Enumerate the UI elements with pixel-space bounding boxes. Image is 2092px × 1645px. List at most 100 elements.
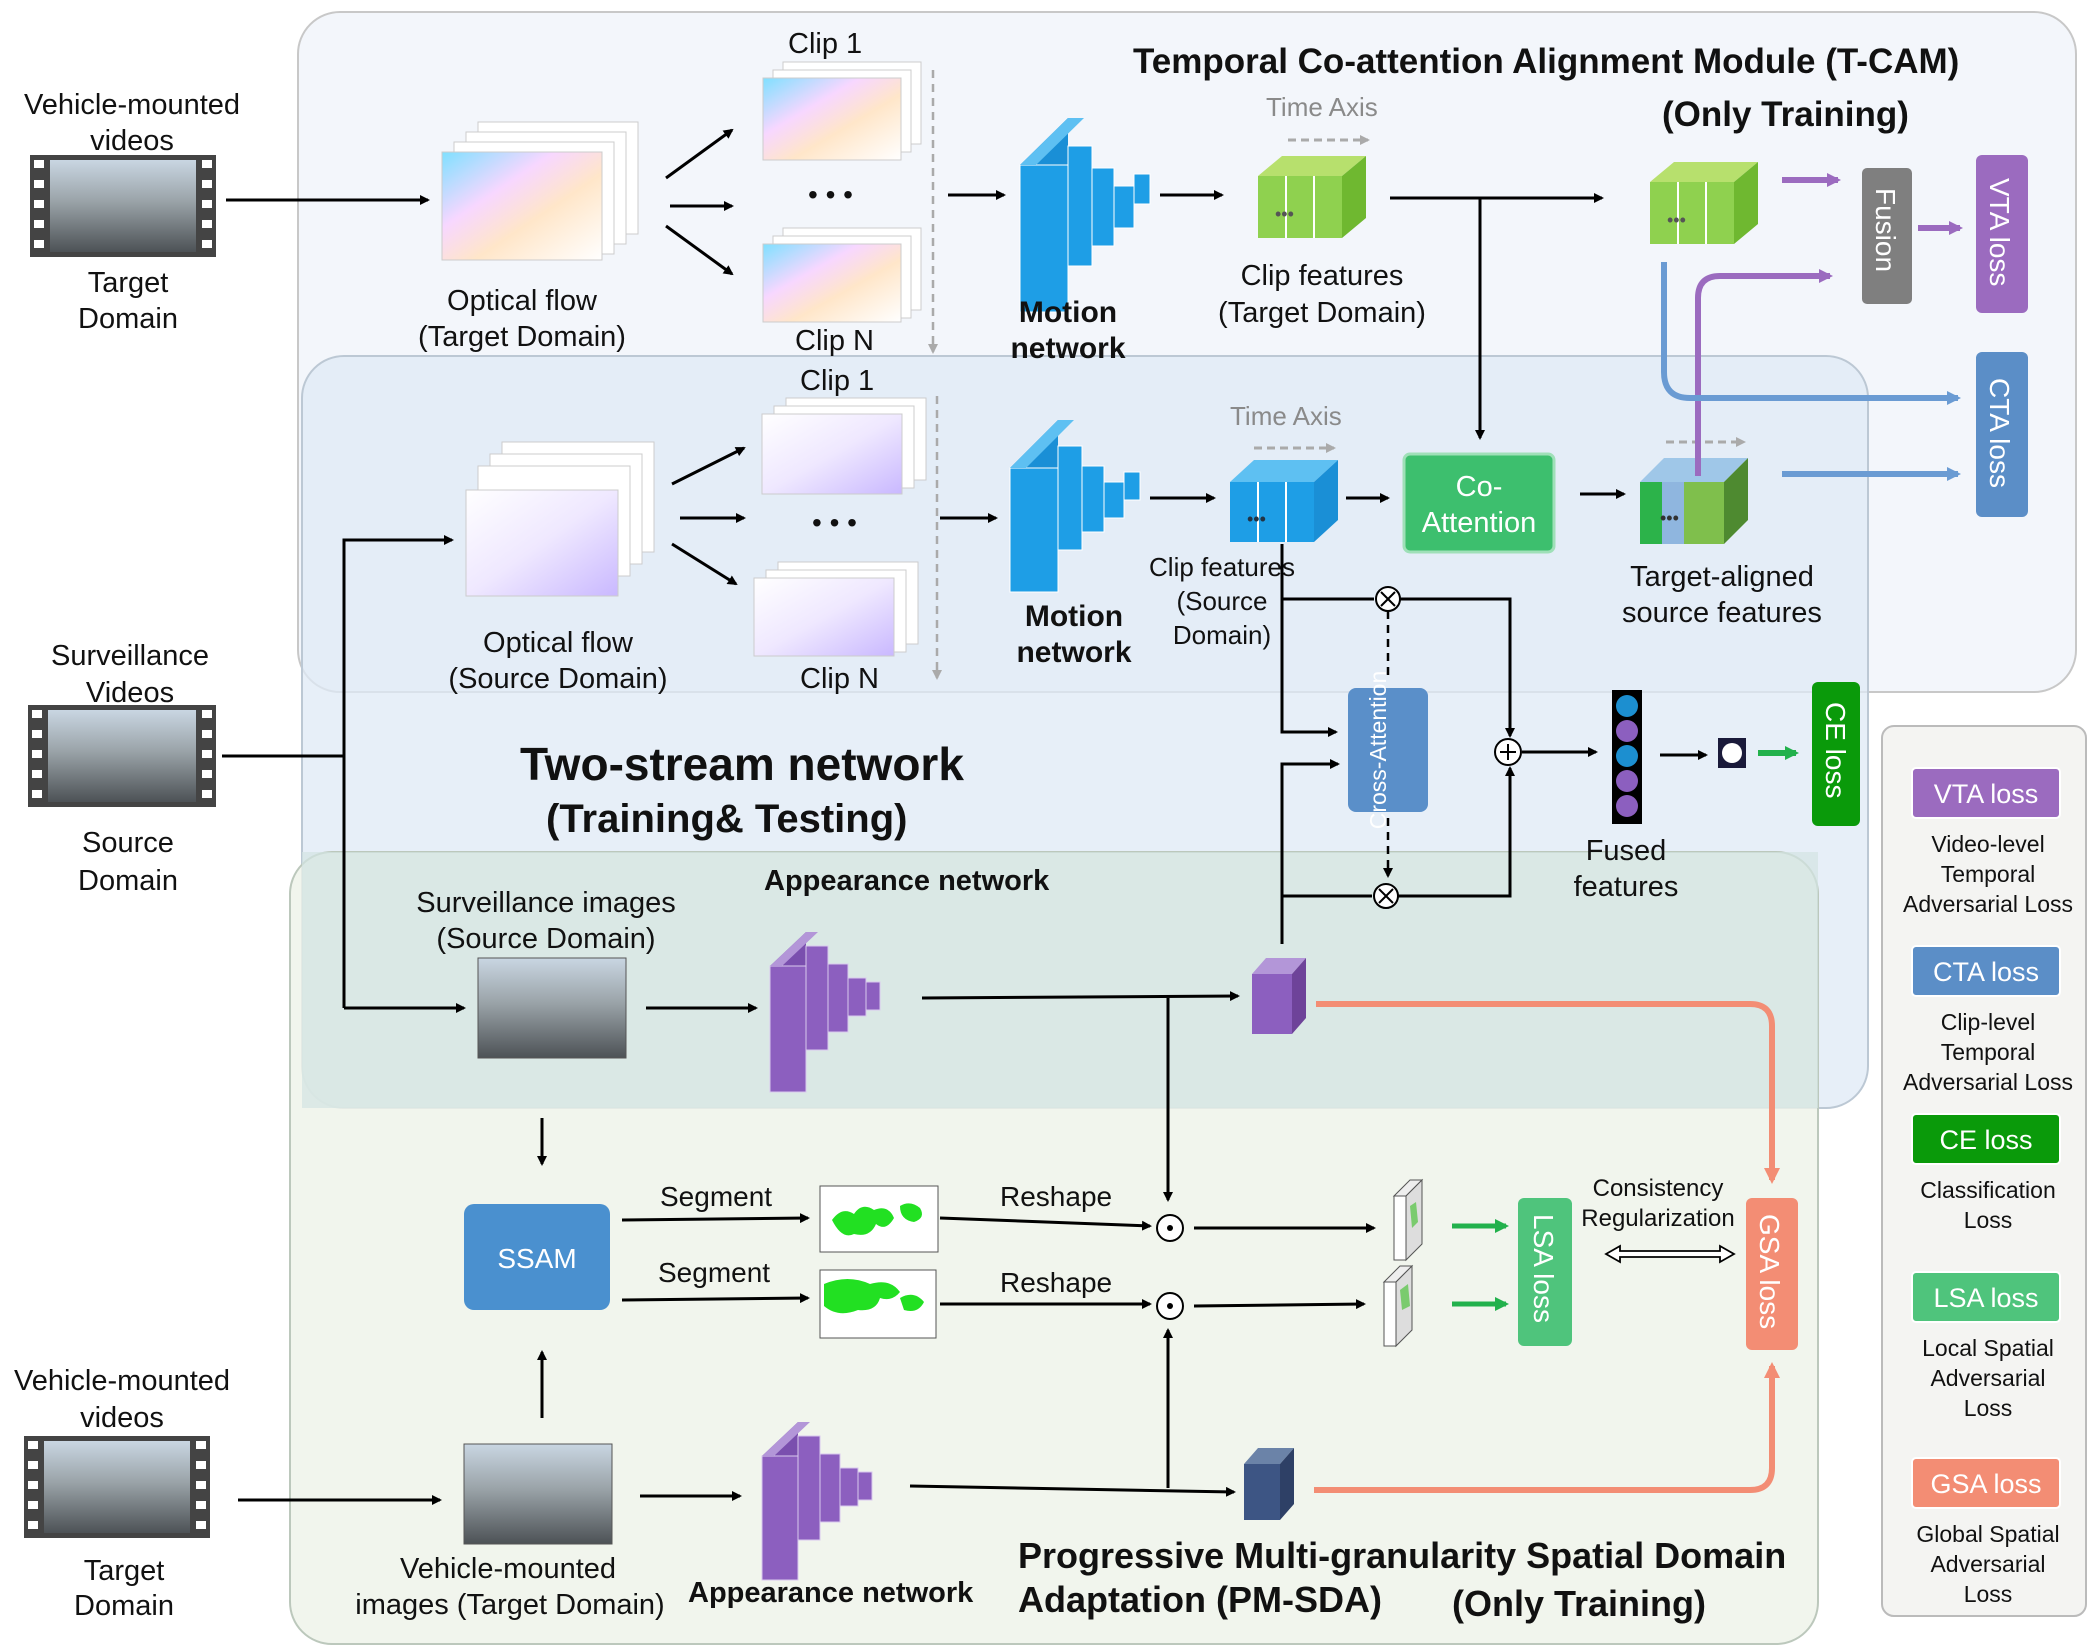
lsa-loss-box [1518,1198,1572,1346]
reshape-top-label: Reshape [1000,1181,1112,1212]
segment-mask-bottom [819,1269,937,1339]
ce-loss-box [1812,682,1860,826]
time-axis-target: Time Axis [1266,92,1378,122]
clip-dots-source: • • • [812,507,857,538]
add-op [1494,738,1522,766]
vta-loss-box [1976,155,2028,313]
segment-mask-top [819,1185,939,1253]
local-feature-top [1392,1178,1424,1262]
bottom-video-title-2: videos [80,1402,164,1434]
co-attention-label-1: Co- [1456,471,1503,503]
svg-text:•••: ••• [1660,508,1679,528]
surv-domain-1: Source [82,827,174,859]
legend-desc-1-1: Temporal [1941,1039,2036,1065]
bottom-domain-2: Domain [74,1590,174,1622]
clipN-target-label: Clip N [795,325,874,357]
optical-flow-source-1: Optical flow [483,627,634,659]
target-domain-2: Domain [78,303,178,335]
target-video-icon-bottom [24,1436,210,1538]
time-axis-source: Time Axis [1230,401,1342,431]
fused-features-1: Fused [1586,835,1667,867]
legend-desc-0-0: Video-level [1931,831,2044,857]
optical-flow-target-1: Optical flow [447,285,598,317]
target-domain-1: Target [88,267,169,299]
svg-text:•••: ••• [1667,210,1686,230]
cross-attention-label: Cross-Attention [1365,671,1391,830]
dot-product-op-top [1156,1214,1184,1242]
target-video-title-1: Vehicle-mounted [24,89,240,121]
legend-desc-0-2: Adversarial Loss [1903,891,2073,917]
vehicle-image-thumb [463,1443,613,1545]
clip1-source-stack [761,397,927,495]
clip-features-source-cube: ••• [1230,460,1338,542]
fusion-label: Fusion [1870,188,1901,272]
fusion-box [1862,168,1912,304]
surv-title-1: Surveillance [51,640,209,672]
legend-desc-3-1: Adversarial [1930,1365,2045,1391]
clip-features-target-2: (Target Domain) [1218,297,1426,329]
pmsda-title-2: Adaptation (PM-SDA) [1018,1579,1382,1620]
motion-network-source-1: Motion [1025,600,1123,633]
segment-top-label: Segment [660,1181,772,1212]
cross-attention-box [1348,688,1428,812]
tcam-subtitle: (Only Training) [1662,95,1909,134]
surv-image-thumb [477,957,627,1059]
tcam-title: Temporal Co-attention Alignment Module (… [1133,42,1959,81]
motion-network-target-1: Motion [1019,296,1117,329]
clip-features-source-1: Clip features [1149,552,1295,582]
consistency-2: Regularization [1581,1205,1734,1232]
target-video-title-2: videos [90,125,174,157]
legend-badge-label-1: CTA loss [1933,957,2039,987]
classifier-node [1718,738,1746,768]
legend-desc-0-1: Temporal [1941,861,2036,887]
surveillance-video-icon [28,705,216,807]
clip-dots-target: • • • [808,179,853,210]
cta-loss-box [1976,352,2028,517]
legend-desc-2-1: Loss [1964,1207,2013,1233]
surv-title-2: Videos [86,677,174,709]
clip1-source-label: Clip 1 [800,365,874,397]
clipN-target-stack [762,227,922,323]
motion-network-source-2: network [1016,636,1131,669]
vehicle-images-2: images (Target Domain) [355,1589,664,1621]
gsa-loss-box [1746,1198,1798,1350]
pmsda-title-1: Progressive Multi-granularity Spatial Do… [1018,1535,1786,1576]
legend-badge-label-2: CE loss [1939,1125,2032,1155]
multiply-op-top [1375,586,1401,612]
optical-flow-source-2: (Source Domain) [448,663,667,695]
legend-badge-label-4: GSA loss [1930,1469,2041,1499]
purple-path-aligned-to-fusion [1695,269,1833,476]
appearance-network-top-label: Appearance network [764,865,1050,897]
svg-text:•••: ••• [1275,204,1294,224]
vehicle-images-1: Vehicle-mounted [400,1553,616,1585]
local-feature-bottom [1382,1264,1414,1348]
fused-features-stack [1612,690,1642,824]
gsa-loss-label: GSA loss [1754,1214,1785,1329]
legend-desc-1-2: Adversarial Loss [1903,1069,2073,1095]
clip-features-source-2: (Source [1176,586,1267,616]
clip1-target-label: Clip 1 [788,28,862,60]
target-aligned-2: source features [1622,597,1822,629]
legend-desc-4-2: Loss [1964,1581,2013,1607]
optical-flow-target-stack [441,121,639,261]
bottom-domain-1: Target [84,1555,165,1587]
orange-path-to-gsa-top [1316,1001,1780,1184]
optical-flow-source-stack [465,441,655,597]
ssam-box [464,1204,610,1310]
legend-desc-4-0: Global Spatial [1916,1521,2059,1547]
optical-flow-target-2: (Target Domain) [418,321,626,353]
co-attention-box [1402,452,1556,554]
motion-network-target-2: network [1010,332,1125,365]
segment-bottom-label: Segment [658,1257,770,1288]
appearance-network-bottom-label: Appearance network [688,1577,974,1609]
appearance-feature-top [1252,958,1306,1034]
svg-text:•••: ••• [1247,509,1266,529]
pmsda-only-training: (Only Training) [1452,1583,1706,1624]
dot-product-op-bottom [1156,1292,1184,1320]
two-stream-title: Two-stream network [520,738,964,790]
appearance-network-bottom-icon [761,1422,873,1581]
orange-path-to-gsa-bottom [1314,1362,1780,1493]
legend-badge-label-0: VTA loss [1934,779,2039,809]
